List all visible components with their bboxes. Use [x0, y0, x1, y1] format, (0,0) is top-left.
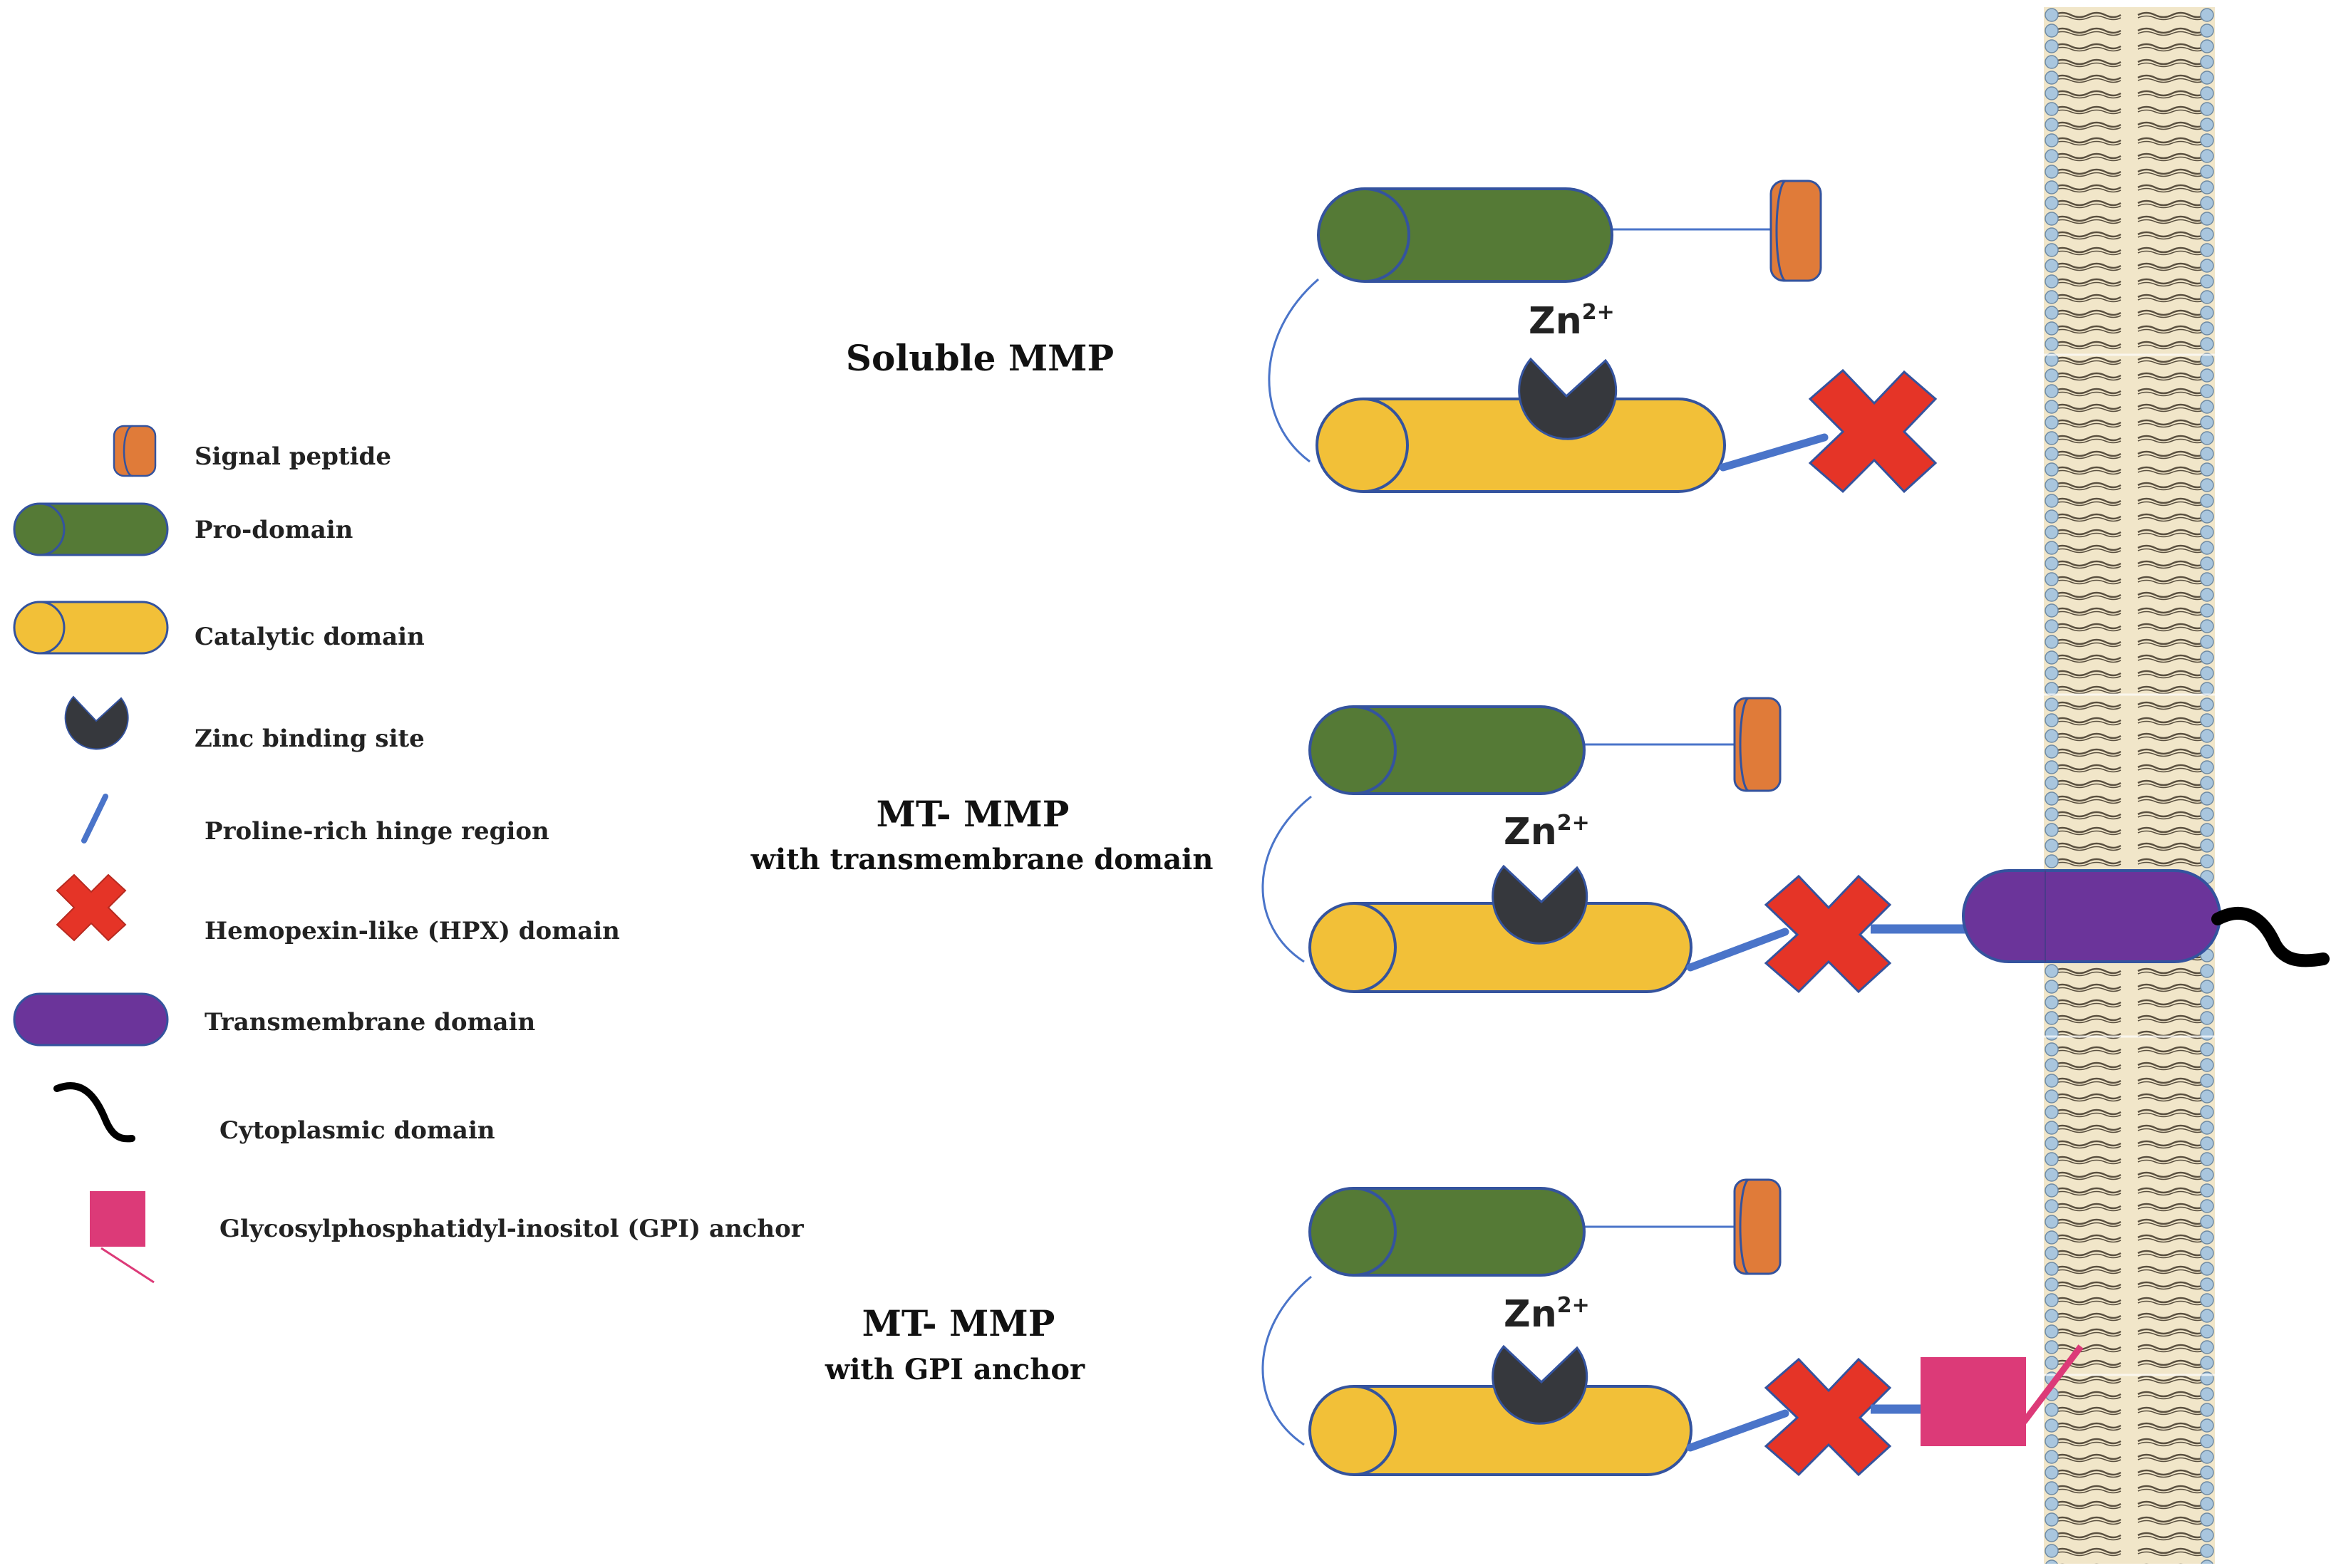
legend-label-hinge-region: Proline-rich hinge region — [205, 817, 549, 846]
zinc-binding-site — [1492, 864, 1588, 945]
zinc-binding-site — [1518, 357, 1618, 440]
mt-mmp-tm-subtitle: with transmembrane domain — [750, 843, 1214, 876]
legend-label-catalytic-domain: Catalytic domain — [195, 623, 425, 651]
mt-mmp-gpi-construct: MT- MMP with GPI anchor Zn2+ — [825, 1178, 2084, 1477]
legend-label-hpx-domain: Hemopexin-like (HPX) domain — [205, 917, 620, 945]
legend-label-cytoplasmic-domain: Cytoplasmic domain — [219, 1116, 495, 1145]
legend-zinc-site-icon — [64, 695, 129, 750]
signal-peptide — [1733, 1178, 1782, 1275]
hpx-domain — [1808, 368, 1938, 494]
transmembrane-domain — [1962, 869, 2221, 963]
legend-hinge-icon — [81, 794, 108, 843]
legend-label-transmembrane-domain: Transmembrane domain — [205, 1008, 535, 1037]
hinge-region — [1686, 928, 1789, 972]
linker-curve — [1261, 1275, 1312, 1446]
linker-curve — [1268, 278, 1319, 463]
signal-peptide — [1733, 697, 1782, 792]
mt-mmp-transmembrane-construct: MT- MMP with transmembrane domain Zn2+ — [750, 697, 2330, 994]
legend: Signal peptide Pro-domain Catalytic doma… — [13, 425, 805, 1284]
legend-gpi-anchor-icon — [90, 1191, 155, 1284]
legend-transmembrane-icon — [13, 992, 169, 1047]
pro-domain — [1317, 187, 1613, 283]
legend-hpx-icon — [56, 873, 127, 942]
signal-peptide — [1769, 180, 1822, 282]
cytoplasmic-domain — [2211, 906, 2330, 967]
catalytic-domain — [1316, 398, 1726, 493]
legend-label-zinc-binding-site: Zinc binding site — [195, 725, 425, 753]
pro-domain — [1308, 1187, 1586, 1277]
legend-pro-domain-icon — [13, 502, 169, 556]
cell-membrane — [2044, 7, 2215, 1564]
zinc-ion-label: Zn2+ — [1504, 811, 1590, 853]
mt-mmp-tm-title: MT- MMP — [877, 793, 1070, 835]
gpi-anchor — [1921, 1344, 2084, 1446]
hpx-domain — [1764, 1357, 1892, 1477]
legend-label-signal-peptide: Signal peptide — [195, 442, 391, 471]
zinc-ion-label: Zn2+ — [1529, 300, 1615, 343]
mt-mmp-gpi-title: MT- MMP — [862, 1302, 1055, 1344]
zinc-binding-site — [1492, 1344, 1588, 1425]
pro-domain — [1308, 705, 1586, 795]
linker-curve — [1261, 795, 1312, 963]
mt-mmp-gpi-subtitle: with GPI anchor — [825, 1353, 1085, 1386]
hinge-region — [1686, 1409, 1789, 1452]
legend-signal-peptide-icon — [113, 425, 157, 477]
legend-label-pro-domain: Pro-domain — [195, 516, 353, 544]
legend-catalytic-domain-icon — [13, 601, 169, 655]
zinc-ion-label: Zn2+ — [1504, 1293, 1590, 1336]
legend-cytoplasmic-icon — [53, 1082, 135, 1143]
soluble-mmp-title: Soluble MMP — [846, 337, 1114, 379]
soluble-mmp-construct: Soluble MMP Zn2+ — [846, 180, 1938, 494]
legend-label-gpi-anchor: Glycosylphosphatidyl-inositol (GPI) anch… — [219, 1215, 805, 1243]
hpx-domain — [1764, 874, 1892, 994]
hinge-region — [1719, 433, 1829, 472]
